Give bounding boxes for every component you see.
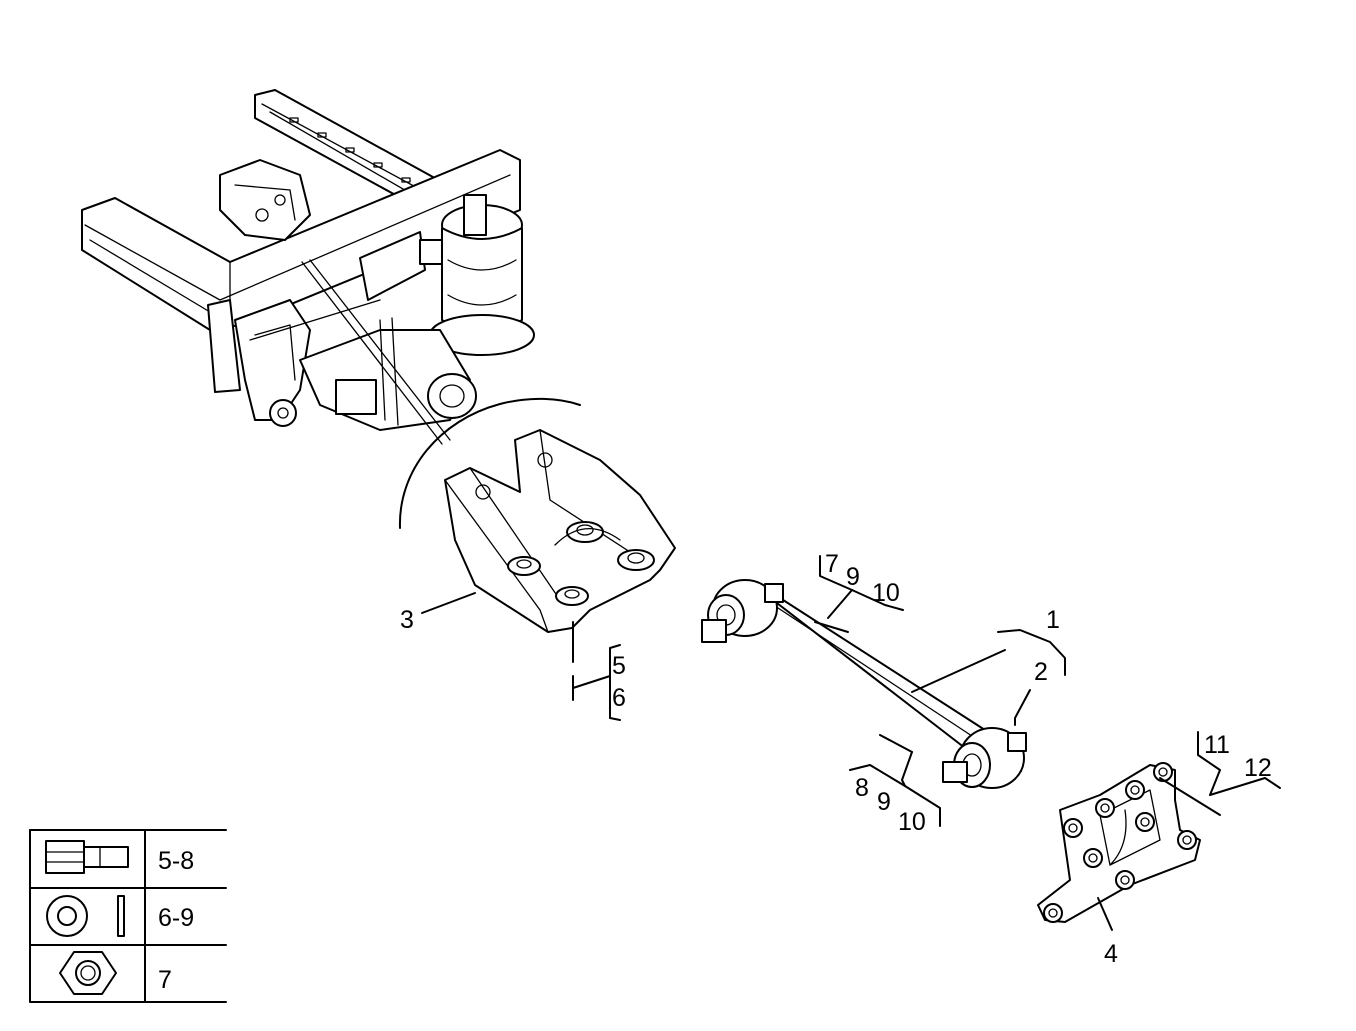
bracket-part-3	[444, 429, 676, 633]
callout-10-bottom: 10	[898, 808, 926, 836]
hardware-legend: 5-8 6-9 7	[29, 829, 227, 1003]
callout-5: 5	[612, 652, 626, 680]
callout-6: 6	[612, 684, 626, 712]
chassis-frame-assembly	[81, 89, 581, 529]
callout-7-top: 7	[825, 550, 839, 578]
callout-4: 4	[1104, 940, 1118, 968]
callout-12: 12	[1244, 754, 1272, 782]
legend-label-bolt: 5-8	[158, 847, 194, 875]
callout-9-top: 9	[846, 563, 860, 591]
callout-11: 11	[1204, 731, 1230, 759]
bracket-part-4	[1037, 762, 1201, 923]
callout-3: 3	[400, 606, 414, 634]
callout-2: 2	[1034, 658, 1048, 686]
callout-8-bottom: 8	[855, 774, 869, 802]
hex-nut-icon	[59, 951, 117, 995]
bolt-icon	[45, 840, 129, 874]
legend-label-washer: 6-9	[158, 904, 194, 932]
callout-9-bottom: 9	[877, 788, 891, 816]
washer-icon	[46, 895, 125, 937]
callout-1: 1	[1046, 606, 1060, 634]
callout-10-top: 10	[872, 579, 900, 607]
legend-label-nut: 7	[158, 966, 172, 994]
leader-lines	[421, 555, 1281, 931]
callout-labels: 1 2 3 4 5 6 7 9 10 8 9 10 11 12	[400, 550, 1272, 968]
torque-rod-part-1	[701, 579, 1027, 789]
